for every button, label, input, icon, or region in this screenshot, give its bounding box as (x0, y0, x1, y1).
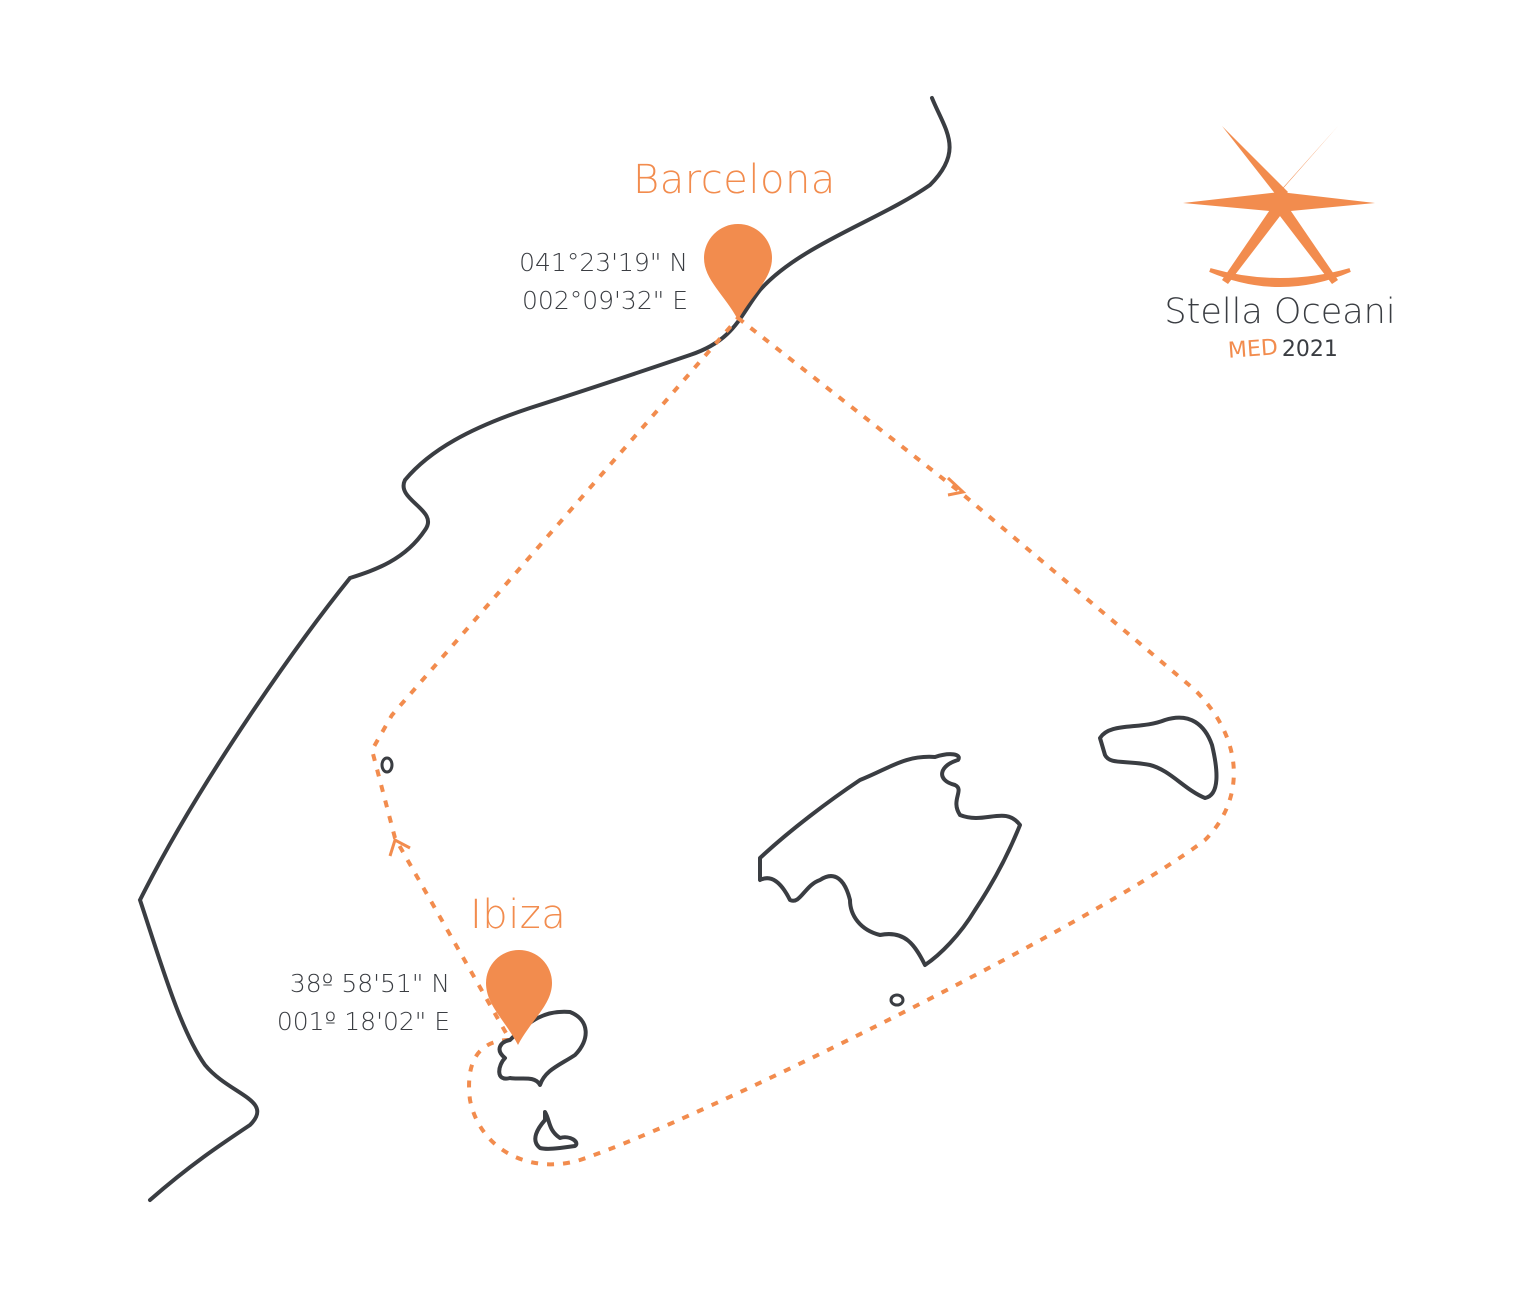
islet-cabrera (889, 993, 905, 1007)
route-arrow-east (946, 476, 967, 497)
city-label-barcelona: Barcelona (633, 157, 836, 203)
city-label-ibiza: Ibiza (470, 892, 567, 938)
ibiza-coordinates: 38º 58'51" N 001º 18'02" E (250, 965, 450, 1041)
ibiza-pin-icon[interactable] (486, 950, 552, 1045)
island-ibiza (497, 1009, 588, 1087)
compass-star-icon (1183, 126, 1375, 287)
barcelona-pin-icon[interactable] (704, 224, 772, 320)
route-path (369, 316, 1236, 1167)
island-menorca (1098, 715, 1219, 800)
barcelona-coordinates: 041°23'19" N 002°09'32" E (480, 244, 688, 320)
route-arrow-north (388, 837, 411, 857)
logo-title: Stella Oceani (1164, 292, 1396, 332)
island-mallorca (758, 752, 1022, 967)
islet-columbretes (380, 756, 394, 774)
barcelona-longitude: 002°09'32" E (522, 286, 688, 315)
ibiza-longitude: 001º 18'02" E (276, 1007, 450, 1036)
ibiza-latitude: 38º 58'51" N (289, 969, 450, 998)
logo-year: 2021 (1281, 337, 1338, 362)
mainland-coastline (137, 96, 952, 1202)
island-formentera (533, 1110, 579, 1151)
logo-tag: MED (1227, 335, 1279, 364)
barcelona-latitude: 041°23'19" N (519, 248, 688, 277)
